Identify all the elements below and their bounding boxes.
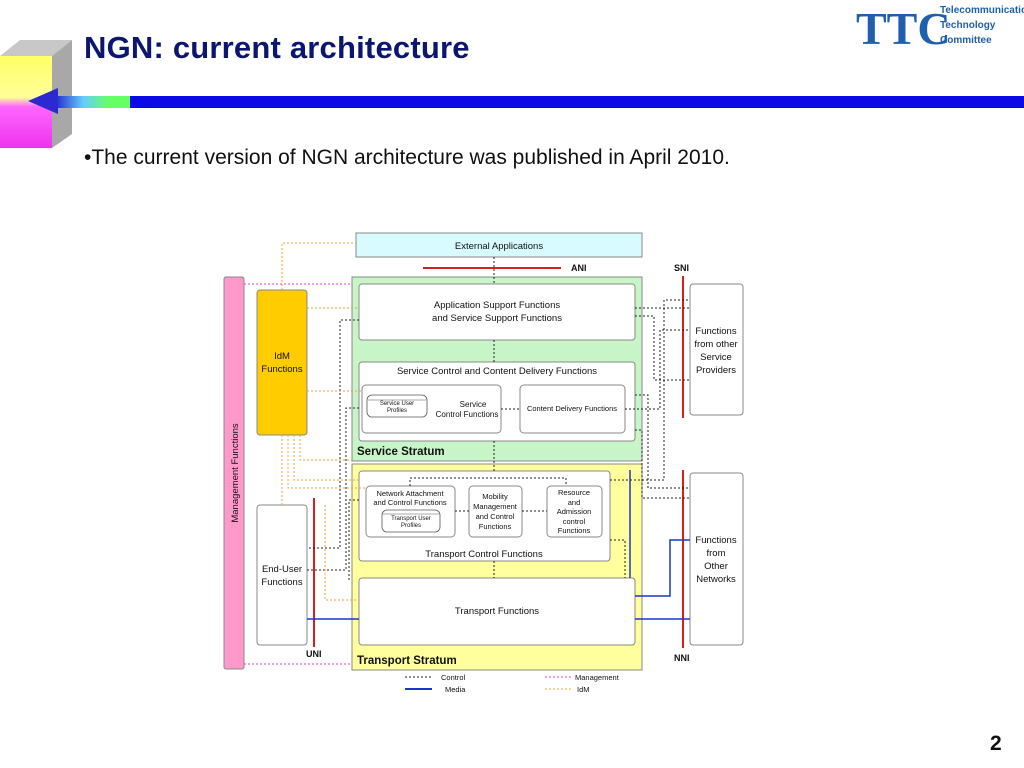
other-networks-label-1: Functions [695, 535, 736, 546]
uni-label: UNI [306, 649, 322, 659]
mobility-management-label-2: Management [473, 502, 518, 511]
control-links [307, 257, 690, 580]
application-support-label-2: and Service Support Functions [432, 313, 562, 324]
service-control-delivery-label: Service Control and Content Delivery Fun… [397, 366, 597, 377]
service-user-profiles-db [366, 394, 428, 418]
ttc-logo: TTC Telecommunication Technology Committ… [852, 0, 1024, 52]
resource-admission-label-4: control [563, 517, 586, 526]
media-links [307, 470, 690, 620]
management-functions-bar [223, 276, 245, 670]
other-networks-label-4: Networks [696, 574, 736, 585]
cube-icon [0, 40, 72, 148]
mobility-management-label-4: Functions [479, 522, 512, 531]
network-attachment-label-2: and Control Functions [373, 498, 447, 507]
idm-links [281, 242, 366, 601]
legend-idm-label: IdM [577, 685, 590, 694]
transport-user-profiles-label-2: Profiles [401, 523, 421, 529]
legend-management-label: Management [575, 673, 620, 682]
service-user-profiles-label-2: Profiles [387, 408, 407, 414]
page-number: 2 [990, 732, 1002, 755]
external-applications-label: External Applications [455, 241, 543, 252]
service-stratum-label: Service Stratum [357, 446, 445, 458]
service-control-functions-label-2: Control Functions [436, 410, 499, 419]
idm-functions-label-2: Functions [261, 364, 302, 375]
service-control-functions-label-1: Service [460, 400, 487, 409]
page-title: NGN: current architecture [84, 30, 470, 65]
bullet-text: •The current version of NGN architecture… [84, 146, 730, 169]
network-attachment-label-1: Network Attachment [376, 489, 444, 498]
logo-name-line-2: Technology [940, 20, 996, 31]
resource-admission-label-5: Functions [558, 526, 591, 535]
resource-admission-label-3: Admission [557, 507, 592, 516]
legend-control-label: Control [441, 673, 466, 682]
end-user-functions-label-2: Functions [261, 577, 302, 588]
idm-functions-label-1: IdM [274, 351, 290, 362]
arrow-icon [28, 88, 58, 114]
ani-label: ANI [571, 263, 587, 273]
end-user-functions-box [256, 504, 308, 646]
other-sp-label-1: Functions [695, 326, 736, 337]
service-user-profiles-label-1: Service User [380, 401, 414, 407]
logo-name-line-3: Committee [940, 35, 992, 46]
idm-functions-box [256, 289, 308, 436]
transport-control-functions-label: Transport Control Functions [425, 549, 543, 560]
logo-mark: TTC [856, 3, 951, 52]
application-support-label-1: Application Support Functions [434, 300, 560, 311]
transport-functions-box [358, 577, 636, 646]
legend: Control Media Management IdM [405, 673, 620, 694]
header-decoration [0, 40, 1024, 148]
transport-functions-label: Transport Functions [455, 606, 539, 617]
mobility-management-label-1: Mobility [482, 492, 508, 501]
logo-name-line-1: Telecommunication [940, 5, 1024, 16]
application-support-box [358, 283, 636, 341]
legend-media-label: Media [445, 685, 466, 694]
resource-admission-label-1: Resource [558, 488, 590, 497]
transport-user-profiles-label-1: Transport User [391, 516, 431, 522]
other-networks-label-2: from [707, 548, 726, 559]
other-sp-label-2: from other [694, 339, 737, 350]
functions-from-other-service-providers-box [689, 283, 744, 416]
transport-stratum-label: Transport Stratum [357, 655, 457, 667]
management-links [244, 283, 352, 665]
other-sp-label-3: Service [700, 352, 732, 363]
other-networks-label-3: Other [704, 561, 728, 572]
other-sp-label-4: Providers [696, 365, 736, 376]
end-user-functions-label-1: End-User [262, 564, 302, 575]
nni-label: NNI [674, 653, 690, 663]
mobility-management-label-3: and Control [476, 512, 515, 521]
transport-user-profiles-db [381, 509, 441, 533]
management-functions-label: Management Functions [230, 423, 241, 523]
resource-admission-label-2: and [568, 498, 581, 507]
sni-label: SNI [674, 263, 689, 273]
external-applications-box [355, 232, 643, 258]
content-delivery-functions-label: Content Delivery Functions [527, 404, 617, 413]
functions-from-other-networks-box [689, 472, 744, 646]
